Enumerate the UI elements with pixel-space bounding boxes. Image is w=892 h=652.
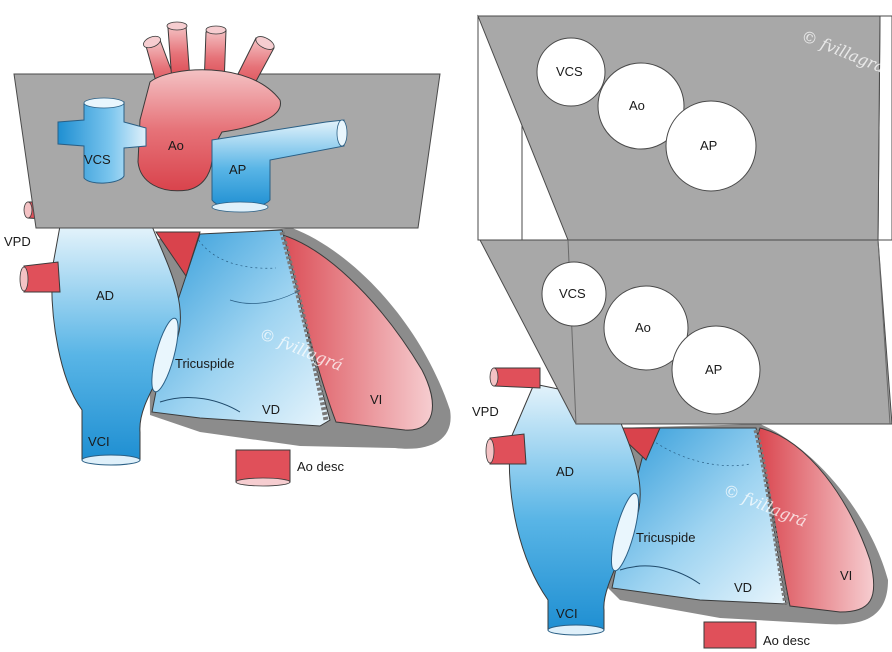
label-ad-left: AD xyxy=(96,288,114,303)
label-ao-desc-left: Ao desc xyxy=(297,459,344,474)
label-vd-left: VD xyxy=(262,402,280,417)
label-ap-bottom: AP xyxy=(705,362,722,377)
label-vci-right: VCI xyxy=(556,606,578,621)
descending-aorta xyxy=(236,450,290,482)
label-vpd-right: VPD xyxy=(472,404,499,419)
label-vi-left: VI xyxy=(370,392,382,407)
label-ap-left: AP xyxy=(229,162,246,177)
pulmonary-vein-lower xyxy=(24,262,60,292)
left-heart xyxy=(20,202,451,486)
label-tricuspide-left: Tricuspide xyxy=(175,356,234,371)
label-vi-right: VI xyxy=(840,568,852,583)
label-ad-right: AD xyxy=(556,464,574,479)
label-vpd-left: VPD xyxy=(4,234,31,249)
right-planes xyxy=(478,16,892,424)
label-ao-desc-right: Ao desc xyxy=(763,633,810,648)
label-ao-bottom: Ao xyxy=(635,320,651,335)
label-vcs-left: VCS xyxy=(84,152,111,167)
label-ao-top: Ao xyxy=(629,98,645,113)
label-vcs-bottom: VCS xyxy=(559,286,586,301)
label-ap-top: AP xyxy=(700,138,717,153)
label-tricuspide-right: Tricuspide xyxy=(636,530,695,545)
label-vci-left: VCI xyxy=(88,434,110,449)
label-vd-right: VD xyxy=(734,580,752,595)
label-vcs-top: VCS xyxy=(556,64,583,79)
label-ao-left: Ao xyxy=(168,138,184,153)
